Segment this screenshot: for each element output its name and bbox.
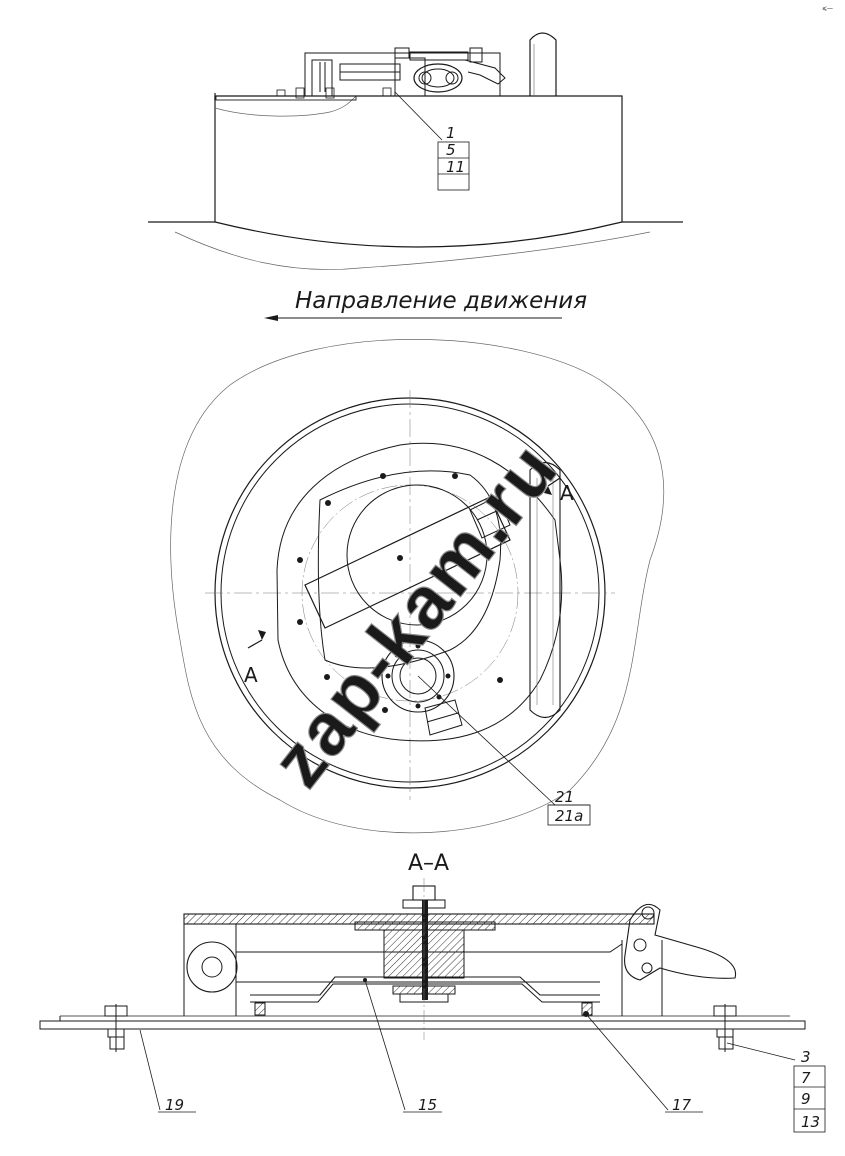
callout-3: 3 bbox=[801, 1048, 811, 1066]
watermark: zap-kam.ru bbox=[255, 426, 574, 802]
callout-19: 19 bbox=[165, 1096, 184, 1114]
callout-5: 5 bbox=[446, 141, 456, 159]
direction-label: Направление движения bbox=[295, 288, 587, 314]
section-callouts: 19 15 17 3 7 9 13 bbox=[158, 1048, 826, 1133]
callout-13: 13 bbox=[801, 1113, 820, 1131]
corner-mark: ⩽— bbox=[822, 5, 833, 12]
side-view bbox=[148, 32, 683, 270]
callout-7: 7 bbox=[801, 1069, 811, 1087]
section-mark-left: A bbox=[244, 663, 258, 687]
top-view bbox=[170, 339, 665, 834]
callout-1: 1 bbox=[446, 124, 456, 142]
callout-21: 21 bbox=[555, 788, 574, 806]
direction-indicator: Направление движения bbox=[264, 288, 587, 321]
callout-9: 9 bbox=[801, 1090, 811, 1108]
callout-21a: 21a bbox=[555, 807, 583, 825]
callout-17: 17 bbox=[672, 1096, 692, 1114]
section-mark-right: A bbox=[560, 481, 574, 505]
callout-11: 11 bbox=[446, 158, 465, 176]
svg-text:zap-kam.ru: zap-kam.ru bbox=[255, 427, 573, 802]
top-view-labels: A A 21 21a bbox=[244, 481, 591, 826]
section-title: A–A bbox=[408, 851, 449, 876]
callout-15: 15 bbox=[418, 1096, 437, 1114]
section-view bbox=[39, 878, 806, 1111]
side-view-callouts: 1 5 11 bbox=[437, 124, 470, 191]
